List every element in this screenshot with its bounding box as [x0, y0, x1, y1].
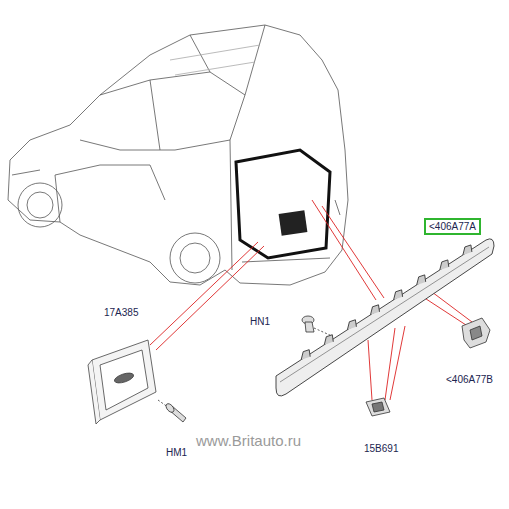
callout-number: 17A385	[104, 307, 138, 318]
plate-recess	[279, 210, 308, 235]
strip-clip	[394, 290, 403, 300]
strip-clip	[463, 245, 472, 255]
callout-number: HM1	[166, 447, 187, 458]
strip-clip	[417, 275, 426, 285]
strip-clip	[347, 320, 356, 330]
part-number: <406A77A	[429, 221, 476, 232]
callout-number: 15B691	[364, 443, 398, 454]
screw-hm1	[158, 400, 186, 422]
callout-number: HN1	[250, 316, 270, 327]
car-outline	[8, 25, 348, 285]
strip-clip	[440, 260, 449, 270]
watermark: www.Britauto.ru	[196, 433, 301, 450]
strip-clip	[324, 335, 333, 345]
strip-clip	[301, 350, 310, 360]
part-number-box: <406A77A	[424, 218, 481, 235]
clip-hn1	[302, 316, 332, 336]
bracket-406a77b	[462, 318, 490, 348]
clip-15b691	[366, 398, 390, 416]
plate-lamp-panel	[88, 340, 156, 424]
callout-number: <406A77B	[446, 374, 493, 385]
tailgate-outline	[236, 150, 330, 258]
strip-clip	[371, 305, 380, 315]
tailgate-trim-strip	[276, 239, 494, 396]
